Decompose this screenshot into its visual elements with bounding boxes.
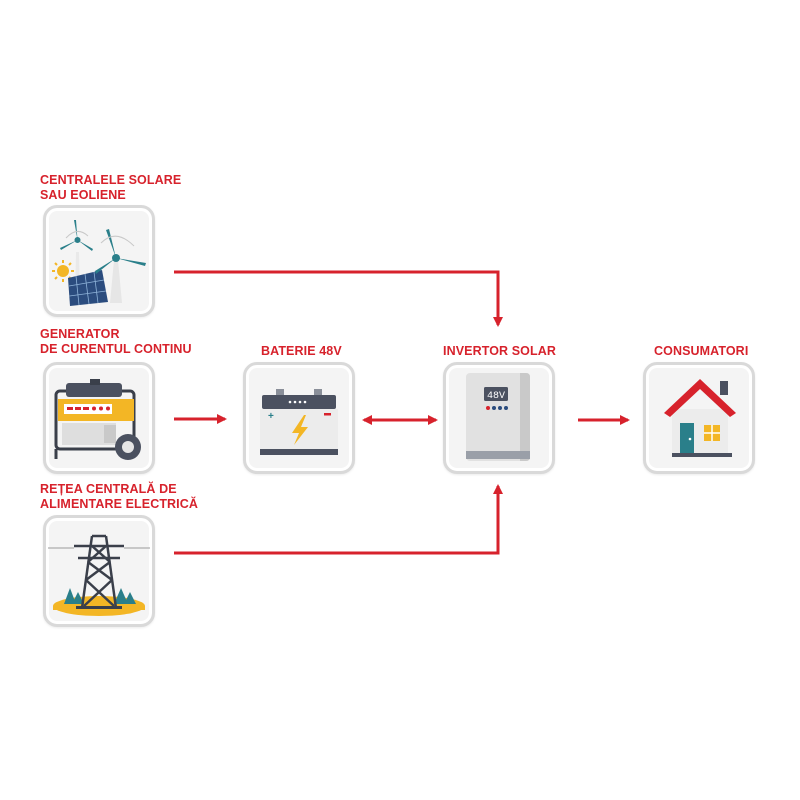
inverter-card: 48V xyxy=(443,362,555,474)
generator-icon xyxy=(54,379,141,460)
inverter-label: INVERTOR SOLAR xyxy=(443,344,556,358)
arrow-grid-to-inverter xyxy=(174,484,503,555)
inverter-icon: 48V xyxy=(466,373,530,461)
battery-card: + xyxy=(243,362,355,474)
battery-label: BATERIE 48V xyxy=(261,344,342,358)
battery-icon: + xyxy=(260,389,338,455)
wind-solar-icon xyxy=(52,220,146,306)
svg-text:+: + xyxy=(268,411,274,422)
inverter-display: 48V xyxy=(487,391,505,402)
solar-wind-card xyxy=(43,205,155,317)
arrow-solar-to-inverter xyxy=(174,270,503,327)
generator-card xyxy=(43,362,155,474)
power-tower-icon xyxy=(48,534,150,616)
consumers-label: CONSUMATORI xyxy=(654,344,749,358)
house-icon xyxy=(664,379,736,457)
consumers-card xyxy=(643,362,755,474)
solar-wind-label: CENTRALELE SOLARE SAU EOLIENE xyxy=(40,173,182,202)
grid-card xyxy=(43,515,155,627)
generator-label: GENERATOR DE CURENTUL CONTINU xyxy=(40,327,192,356)
grid-label: REȚEA CENTRALĂ DE ALIMENTARE ELECTRICĂ xyxy=(40,482,199,511)
